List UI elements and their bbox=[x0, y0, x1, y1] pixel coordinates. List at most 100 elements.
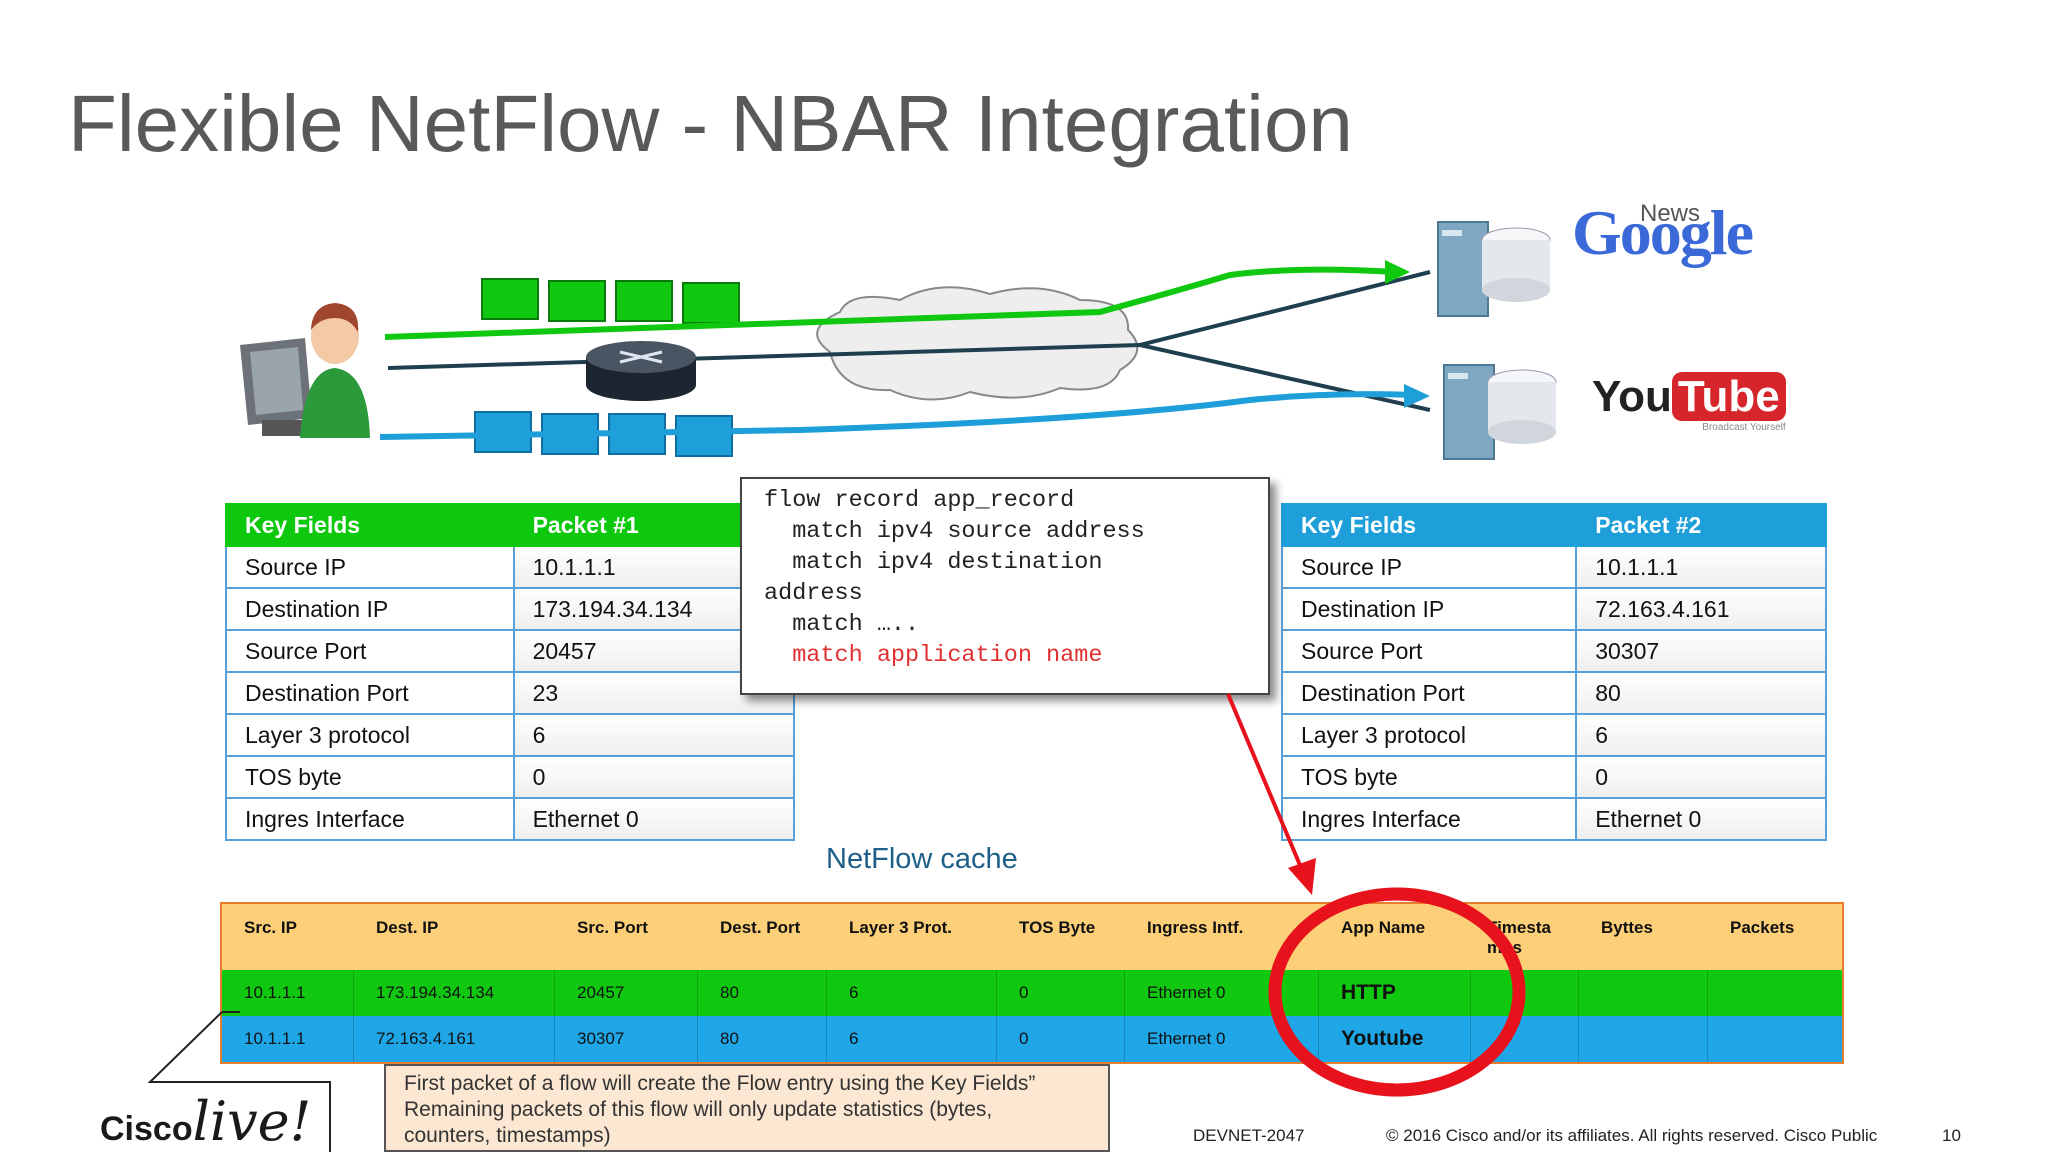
google-logo: Google bbox=[1572, 196, 1754, 270]
red-pointer-arrow bbox=[1226, 693, 1316, 895]
table-cell: 6 bbox=[827, 970, 997, 1016]
field-value: 10.1.1.1 bbox=[1575, 545, 1827, 589]
field-value: Ethernet 0 bbox=[1575, 797, 1827, 841]
field-value: 30307 bbox=[1575, 629, 1827, 673]
flow-record-code-box: flow record app_record match ipv4 source… bbox=[740, 477, 1270, 695]
table-cell: Ethernet 0 bbox=[1125, 1016, 1319, 1062]
session-id: DEVNET-2047 bbox=[1193, 1126, 1305, 1145]
table-header: Key Fields Packet #1 bbox=[225, 503, 796, 547]
code-line: match ipv4 destination bbox=[764, 549, 1103, 576]
youtube-you: You bbox=[1592, 372, 1672, 421]
server-icon-google bbox=[1437, 221, 1551, 317]
field-value: 80 bbox=[1575, 671, 1827, 715]
note-line: First packet of a flow will create the F… bbox=[404, 1072, 1036, 1095]
google-news-label: News bbox=[1640, 200, 1701, 227]
table-cell: 20457 bbox=[555, 970, 698, 1016]
youtube-tube: Tube bbox=[1671, 372, 1786, 421]
cache-header: Byttes bbox=[1601, 918, 1653, 937]
cache-header: Ingress Intf. bbox=[1147, 918, 1244, 937]
header-key-fields: Key Fields bbox=[225, 503, 515, 547]
user-computer-icon bbox=[240, 303, 370, 438]
field-name: Destination IP bbox=[225, 587, 515, 631]
code-line-highlight: match application name bbox=[764, 642, 1103, 669]
field-name: Ingres Interface bbox=[225, 797, 515, 841]
cache-header-row: Src. IP Dest. IP Src. Port Dest. Port La… bbox=[222, 904, 1842, 970]
page-number: 10 bbox=[1942, 1126, 1961, 1145]
netflow-cache-label: NetFlow cache bbox=[826, 843, 1018, 875]
copyright-text: © 2016 Cisco and/or its affiliates. All … bbox=[1386, 1126, 1878, 1145]
code-line: match ipv4 source address bbox=[764, 518, 1145, 545]
logo-live: live! bbox=[192, 1090, 312, 1153]
field-name: Source IP bbox=[225, 545, 515, 589]
field-value: 72.163.4.161 bbox=[1575, 587, 1827, 631]
cisco-live-logo: Ciscolive! bbox=[100, 1090, 311, 1153]
cache-header: Src. Port bbox=[577, 918, 648, 937]
table-cell bbox=[1471, 970, 1579, 1016]
field-name: Source IP bbox=[1280, 545, 1578, 589]
cache-row-http: 10.1.1.1 173.194.34.134 20457 80 6 0 Eth… bbox=[222, 970, 1842, 1016]
field-name: Layer 3 protocol bbox=[1280, 713, 1578, 757]
field-name: TOS byte bbox=[1280, 755, 1578, 799]
note-line: Remaining packets of this flow will only… bbox=[404, 1098, 993, 1121]
field-value: 0 bbox=[512, 755, 796, 799]
cache-header: Packets bbox=[1730, 918, 1795, 937]
field-name: Destination Port bbox=[1280, 671, 1578, 715]
slide-title: Flexible NetFlow - NBAR Integration bbox=[68, 79, 1353, 168]
field-value: 6 bbox=[1575, 713, 1827, 757]
table-cell bbox=[1708, 1016, 1842, 1062]
highlight-circle bbox=[1268, 887, 1526, 1097]
field-name: Destination IP bbox=[1280, 587, 1578, 631]
table-cell: 10.1.1.1 bbox=[222, 1016, 354, 1062]
cache-header: Dest. Port bbox=[720, 918, 801, 937]
table-cell: 6 bbox=[827, 1016, 997, 1062]
code-line: match ….. bbox=[764, 611, 920, 638]
field-name: Source Port bbox=[225, 629, 515, 673]
field-value: Ethernet 0 bbox=[512, 797, 796, 841]
table-cell: 80 bbox=[698, 1016, 827, 1062]
field-name: Source Port bbox=[1280, 629, 1578, 673]
cloud-icon bbox=[816, 286, 1139, 401]
header-key-fields: Key Fields bbox=[1280, 503, 1578, 547]
code-line: address bbox=[764, 580, 863, 607]
table-cell: 10.1.1.1 bbox=[222, 970, 354, 1016]
cache-header: App Name bbox=[1341, 918, 1426, 937]
blue-flow-line bbox=[379, 391, 1416, 440]
app-name-cell: Youtube bbox=[1319, 1016, 1471, 1062]
router-icon bbox=[586, 341, 696, 401]
field-name: Ingres Interface bbox=[1280, 797, 1578, 841]
table-cell bbox=[1579, 970, 1708, 1016]
note-line: counters, timestamps) bbox=[404, 1124, 611, 1147]
table-cell: 80 bbox=[698, 970, 827, 1016]
green-packets bbox=[481, 278, 740, 324]
green-flow-line bbox=[384, 266, 1396, 340]
cache-header: Layer 3 Prot. bbox=[849, 918, 952, 937]
network-diagram bbox=[240, 221, 1557, 460]
cache-header: Src. IP bbox=[244, 918, 297, 937]
header-packet: Packet #2 bbox=[1575, 503, 1827, 547]
table-cell: 0 bbox=[997, 1016, 1125, 1062]
table-header: Key Fields Packet #2 bbox=[1280, 503, 1827, 547]
table-cell: 173.194.34.134 bbox=[354, 970, 555, 1016]
callout-pointer bbox=[147, 1011, 331, 1152]
flow-entry-note: First packet of a flow will create the F… bbox=[384, 1064, 1110, 1152]
field-name: Destination Port bbox=[225, 671, 515, 715]
cache-header: Dest. IP bbox=[376, 918, 439, 937]
netflow-cache-table: Src. IP Dest. IP Src. Port Dest. Port La… bbox=[220, 902, 1844, 1064]
field-value: 6 bbox=[512, 713, 796, 757]
table-cell: 30307 bbox=[555, 1016, 698, 1062]
